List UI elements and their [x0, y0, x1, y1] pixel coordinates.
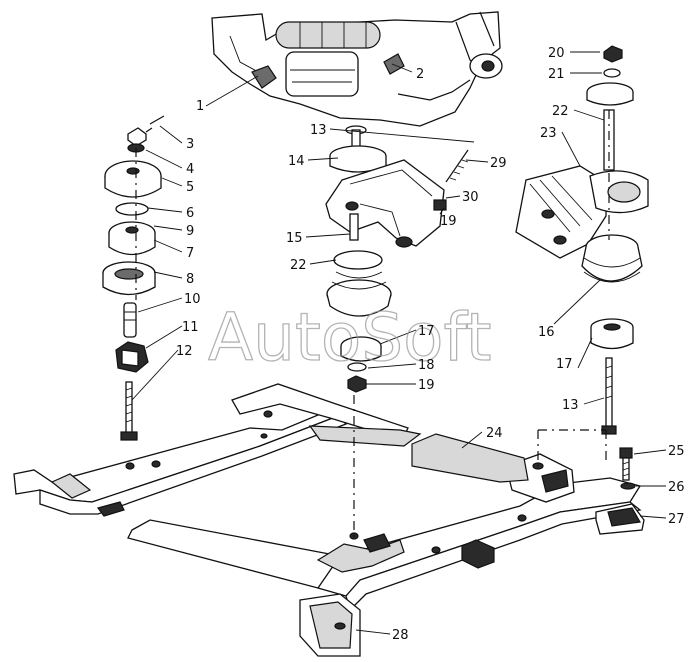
callout-23: 23: [540, 126, 557, 141]
callout-15: 15: [286, 231, 303, 246]
bracket-27: [595, 503, 645, 535]
callout-13-center: 13: [310, 123, 327, 138]
callout-20: 20: [548, 46, 565, 61]
callout-1: 1: [196, 99, 204, 114]
callout-6: 6: [186, 206, 194, 221]
engine-gearbox-assembly: [211, 11, 503, 127]
right-mount: [515, 45, 649, 435]
callout-28: 28: [392, 628, 409, 643]
callout-16: 16: [538, 325, 555, 340]
callout-22-center: 22: [290, 258, 307, 273]
assembly-centerlines: [135, 110, 610, 540]
callout-2: 2: [416, 67, 424, 82]
callout-11: 11: [182, 320, 199, 335]
callout-5: 5: [186, 180, 194, 195]
callout-8: 8: [186, 272, 194, 287]
callout-24: 24: [486, 426, 503, 441]
callout-labels: 1 2 3 4 5 6 9 7 8 10 11 12 13 14 15 22 2…: [176, 46, 685, 643]
callout-9: 9: [186, 224, 194, 239]
left-mount-stack: [102, 115, 165, 441]
callout-17-center: 17: [418, 324, 435, 339]
callout-22-right: 22: [552, 104, 569, 119]
callout-19-upper: 19: [440, 214, 457, 229]
callout-10: 10: [184, 292, 201, 307]
callout-4: 4: [186, 162, 194, 177]
callout-26: 26: [668, 480, 685, 495]
callout-19-lower: 19: [418, 378, 435, 393]
leader-lines: [131, 51, 667, 635]
center-mount: [325, 125, 469, 393]
callout-29: 29: [490, 156, 507, 171]
callout-25: 25: [668, 444, 685, 459]
callout-3: 3: [186, 137, 194, 152]
callout-21: 21: [548, 67, 565, 82]
callout-14: 14: [288, 154, 305, 169]
callout-12: 12: [176, 344, 193, 359]
callout-13-right: 13: [562, 398, 579, 413]
callout-7: 7: [186, 246, 194, 261]
watermark: AutoSoft: [208, 299, 491, 376]
callout-27: 27: [668, 512, 685, 527]
callout-30: 30: [462, 190, 479, 205]
callout-17-right: 17: [556, 357, 573, 372]
callout-18: 18: [418, 358, 435, 373]
bracket-28: [299, 593, 361, 657]
bolt-25-washer-26: [619, 447, 636, 490]
subframe: [13, 383, 642, 612]
